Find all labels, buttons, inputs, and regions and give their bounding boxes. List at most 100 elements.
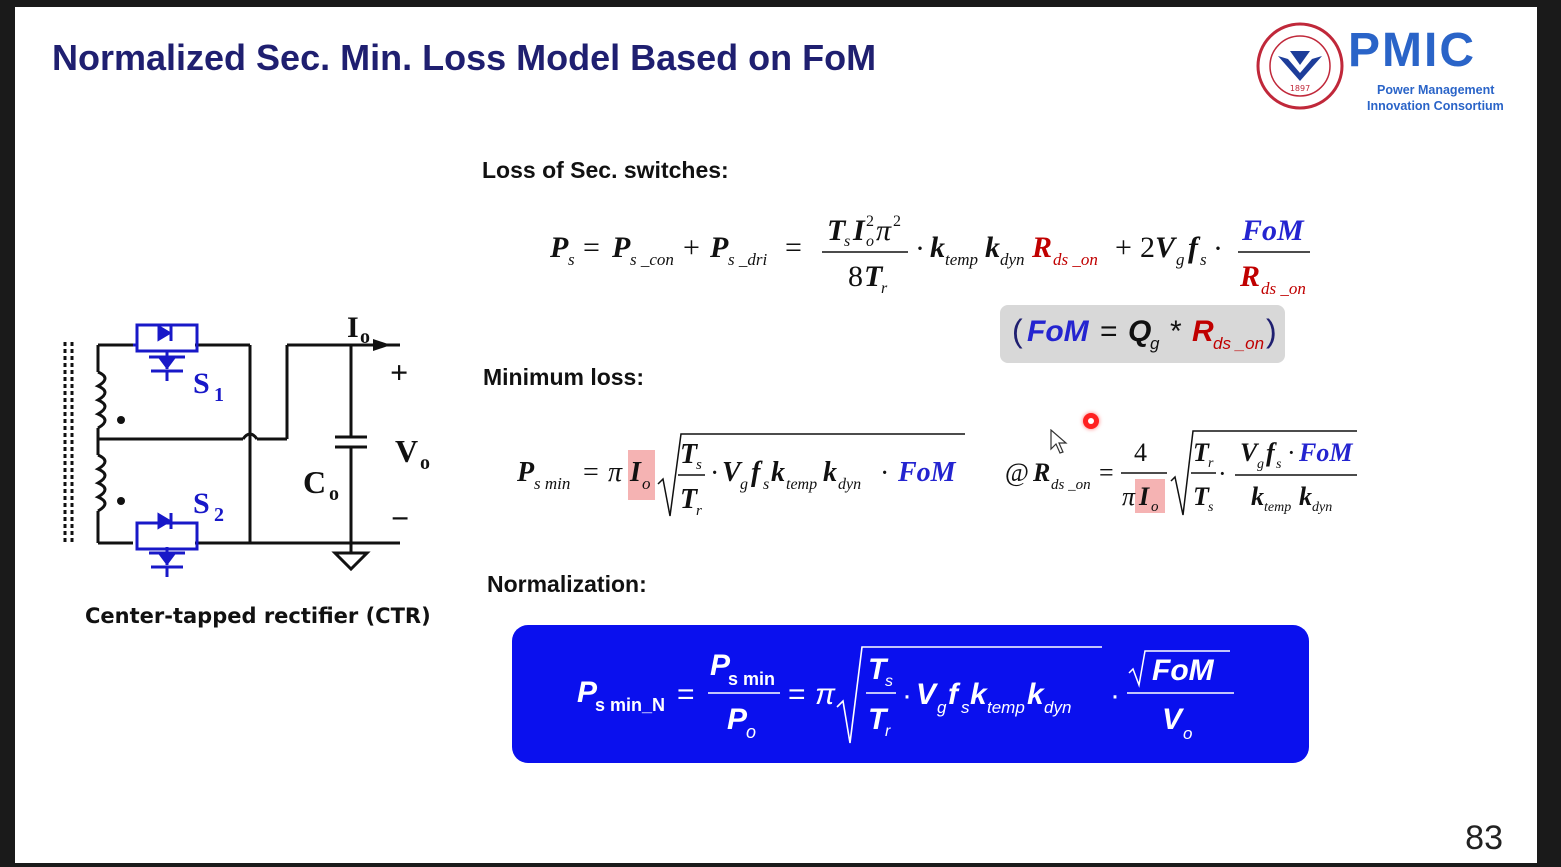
laser-pointer-icon	[1083, 413, 1099, 429]
s2-label: S	[193, 487, 210, 520]
io-sub: o	[360, 326, 370, 348]
svg-text:=: =	[1099, 458, 1114, 487]
s1-label: S	[193, 367, 210, 400]
svg-text:s: s	[696, 457, 702, 473]
svg-text:FoM: FoM	[897, 457, 957, 488]
svg-text:V: V	[1162, 703, 1185, 736]
svg-text:R: R	[1192, 315, 1214, 348]
slide-title: Normalized Sec. Min. Loss Model Based on…	[52, 37, 877, 78]
svg-text:r: r	[1208, 456, 1214, 471]
svg-text:FoM: FoM	[1152, 654, 1215, 687]
co-sub: o	[329, 483, 339, 505]
svg-text:s _con: s _con	[630, 250, 674, 269]
svg-text:k: k	[771, 457, 785, 488]
svg-text:4: 4	[1134, 438, 1147, 467]
svg-text:T: T	[827, 214, 847, 247]
svg-text:ds _on: ds _on	[1213, 334, 1264, 353]
logo-brand: PMIC	[1348, 24, 1476, 77]
svg-text:T: T	[1193, 482, 1210, 511]
svg-text:k: k	[1027, 678, 1045, 711]
slide: Normalized Sec. Min. Loss Model Based on…	[15, 7, 1537, 863]
svg-text:1897: 1897	[1290, 84, 1310, 93]
svg-text:s min_N: s min_N	[595, 695, 665, 715]
zju-seal-icon: 1897	[1256, 22, 1344, 110]
svg-text:*: *	[1170, 315, 1182, 348]
svg-text:R: R	[1032, 458, 1050, 487]
svg-text:V: V	[722, 457, 743, 488]
svg-text:R: R	[1239, 260, 1260, 293]
svg-text:k: k	[970, 678, 988, 711]
svg-text:T: T	[680, 439, 699, 470]
svg-text:k: k	[930, 231, 945, 264]
svg-text:=: =	[677, 678, 695, 711]
svg-text:T: T	[1193, 438, 1210, 467]
svg-text:+: +	[683, 231, 700, 264]
svg-text:temp: temp	[1264, 500, 1291, 515]
svg-text:o: o	[866, 233, 874, 250]
svg-text:r: r	[696, 503, 702, 519]
vo-sub: o	[420, 452, 430, 474]
svg-text:s: s	[885, 673, 893, 690]
svg-text:·: ·	[1110, 679, 1120, 712]
svg-text:dyn: dyn	[1000, 250, 1025, 269]
svg-text:T: T	[868, 653, 889, 686]
pmic-logo: 1897 PMIC Power Management Innovation Co…	[1255, 21, 1515, 113]
svg-text:f: f	[1188, 231, 1201, 264]
svg-text:π: π	[815, 678, 836, 711]
svg-text:·: ·	[1287, 438, 1296, 467]
svg-text:f: f	[948, 678, 961, 711]
svg-text:T: T	[864, 260, 884, 293]
svg-text:ds _on: ds _on	[1261, 279, 1306, 297]
svg-text:f: f	[1266, 438, 1277, 467]
svg-text:I: I	[852, 214, 866, 247]
svg-text:V: V	[1155, 231, 1178, 264]
svg-text:o: o	[642, 474, 651, 493]
svg-text:π: π	[608, 457, 623, 488]
svg-text:s min: s min	[534, 474, 570, 493]
svg-text:2: 2	[1140, 231, 1155, 264]
svg-text:P: P	[727, 703, 748, 736]
svg-text:dyn: dyn	[1044, 698, 1071, 717]
svg-text:s: s	[763, 476, 769, 493]
svg-text:R: R	[1031, 231, 1052, 264]
svg-text:s: s	[1208, 500, 1214, 515]
svg-text:r: r	[881, 280, 888, 297]
svg-text:FoM: FoM	[1298, 438, 1353, 467]
svg-text:g: g	[1257, 457, 1264, 472]
svg-text:s: s	[1200, 250, 1207, 269]
vo-label: V	[395, 433, 418, 469]
svg-text:o: o	[746, 722, 756, 742]
svg-text:π: π	[876, 214, 892, 247]
svg-text:temp: temp	[945, 250, 978, 269]
circuit-caption: Center-tapped rectifier (CTR)	[85, 604, 431, 628]
svg-text:r: r	[885, 723, 891, 740]
svg-text:·: ·	[880, 458, 889, 489]
svg-text:temp: temp	[786, 476, 817, 493]
svg-text:g: g	[1150, 334, 1160, 353]
svg-text:P: P	[516, 457, 535, 488]
svg-text:+: +	[1115, 231, 1132, 264]
svg-text:·: ·	[915, 232, 925, 265]
svg-text:g: g	[1176, 250, 1185, 269]
loss-heading: Loss of Sec. switches:	[482, 157, 729, 183]
svg-text:k: k	[823, 457, 837, 488]
svg-text:ds _on: ds _on	[1053, 250, 1098, 269]
s1-sub: 1	[214, 384, 224, 406]
svg-text:f: f	[751, 457, 763, 488]
svg-text:): )	[1266, 313, 1277, 349]
svg-text:=: =	[785, 231, 802, 264]
plus-label: +	[390, 354, 408, 390]
svg-text:o: o	[1183, 724, 1192, 743]
svg-text:P: P	[710, 649, 731, 682]
co-label: C	[303, 464, 326, 500]
svg-text:g: g	[937, 698, 947, 717]
svg-text:2: 2	[893, 213, 901, 230]
svg-text:FoM: FoM	[1027, 315, 1090, 348]
svg-text:T: T	[868, 703, 889, 736]
minus-label: −	[391, 500, 409, 536]
min-loss-heading: Minimum loss:	[483, 364, 645, 390]
svg-text:dyn: dyn	[1312, 500, 1332, 515]
